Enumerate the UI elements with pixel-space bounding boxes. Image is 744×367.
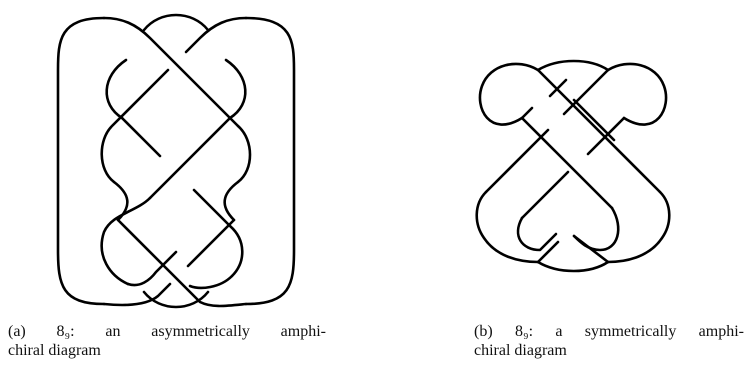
knot-b-bottom-cross (536, 240, 560, 264)
knot-strand-lower-6 (126, 250, 178, 287)
knot-b-diag-inner-6 (572, 98, 616, 142)
knot-strand-waist-right (223, 180, 240, 222)
caption-a-line1: (a) 8₉: an asymmetrically amphi- (8, 323, 326, 340)
knot-strand-upper-left-bulge (105, 58, 128, 120)
knot-b-diag-main-3 (484, 128, 550, 194)
caption-a: (a) 8₉: an asymmetrically amphi- chiral … (8, 322, 326, 360)
panel-a: (a) 8₉: an asymmetrically amphi- chiral … (0, 0, 362, 367)
caption-b: (b) 8₉: a symmetrically amphi- chiral di… (474, 322, 744, 360)
knot-b-lobe-left (475, 190, 540, 264)
knot-b-top-arc (536, 59, 610, 72)
knot-strand-lower-3 (186, 218, 236, 268)
knot-strand-lower-1 (100, 196, 152, 286)
knot-strand-lower-4 (102, 282, 172, 307)
panel-b: (b) 8₉: a symmetrically amphi- chiral di… (362, 0, 744, 367)
knot-b-diag-inner-2 (548, 78, 568, 98)
knot-strand-outer-left (56, 16, 106, 306)
knot-strand-upper-right-bulge (224, 58, 247, 120)
caption-a-line2: chiral diagram (8, 342, 101, 359)
knot-strand-mid-cross-1 (236, 124, 252, 184)
knot-strand-outer-right (244, 16, 296, 306)
knot-strand-bottom-arc (142, 290, 210, 309)
knot-diagram-a (56, 13, 296, 309)
knot-strand-diag-1 (102, 16, 240, 128)
caption-b-line1: (b) 8₉: a symmetrically amphi- (474, 323, 744, 340)
knot-b-bottom-arc (536, 260, 610, 273)
knot-strand-lower-5 (188, 274, 234, 290)
knot-b-bottom-cross-2 (572, 234, 610, 264)
knot-b-inner-loop-right (572, 206, 620, 252)
knot-strand-mid-cross-3 (192, 188, 244, 278)
knot-strand-top-arc (142, 13, 210, 32)
knot-b-diag-main-1 (536, 68, 662, 194)
knot-b-diag-inner-3 (586, 116, 626, 156)
knot-b-ear-top-left (478, 62, 540, 126)
knot-strand-lower-2 (116, 218, 248, 308)
knot-strand-mid-cross-2 (120, 116, 162, 158)
caption-b-line2: chiral diagram (474, 342, 567, 359)
knot-diagram-b (475, 59, 671, 273)
knot-b-diag-inner-5 (520, 116, 614, 210)
knot-b-lobe-right (606, 190, 671, 264)
knot-b-diag-main-2 (562, 68, 610, 116)
knot-strand-diag-3 (100, 68, 170, 184)
knot-b-inner-loop-left (516, 216, 558, 252)
knot-b-ear-top-right (606, 62, 668, 126)
knot-strand-diag-2 (184, 16, 248, 54)
knot-b-diag-inner-4 (520, 170, 570, 220)
knot-b-diag-inner-1 (520, 106, 534, 120)
knot-strand-mid-cross-4 (148, 116, 232, 200)
